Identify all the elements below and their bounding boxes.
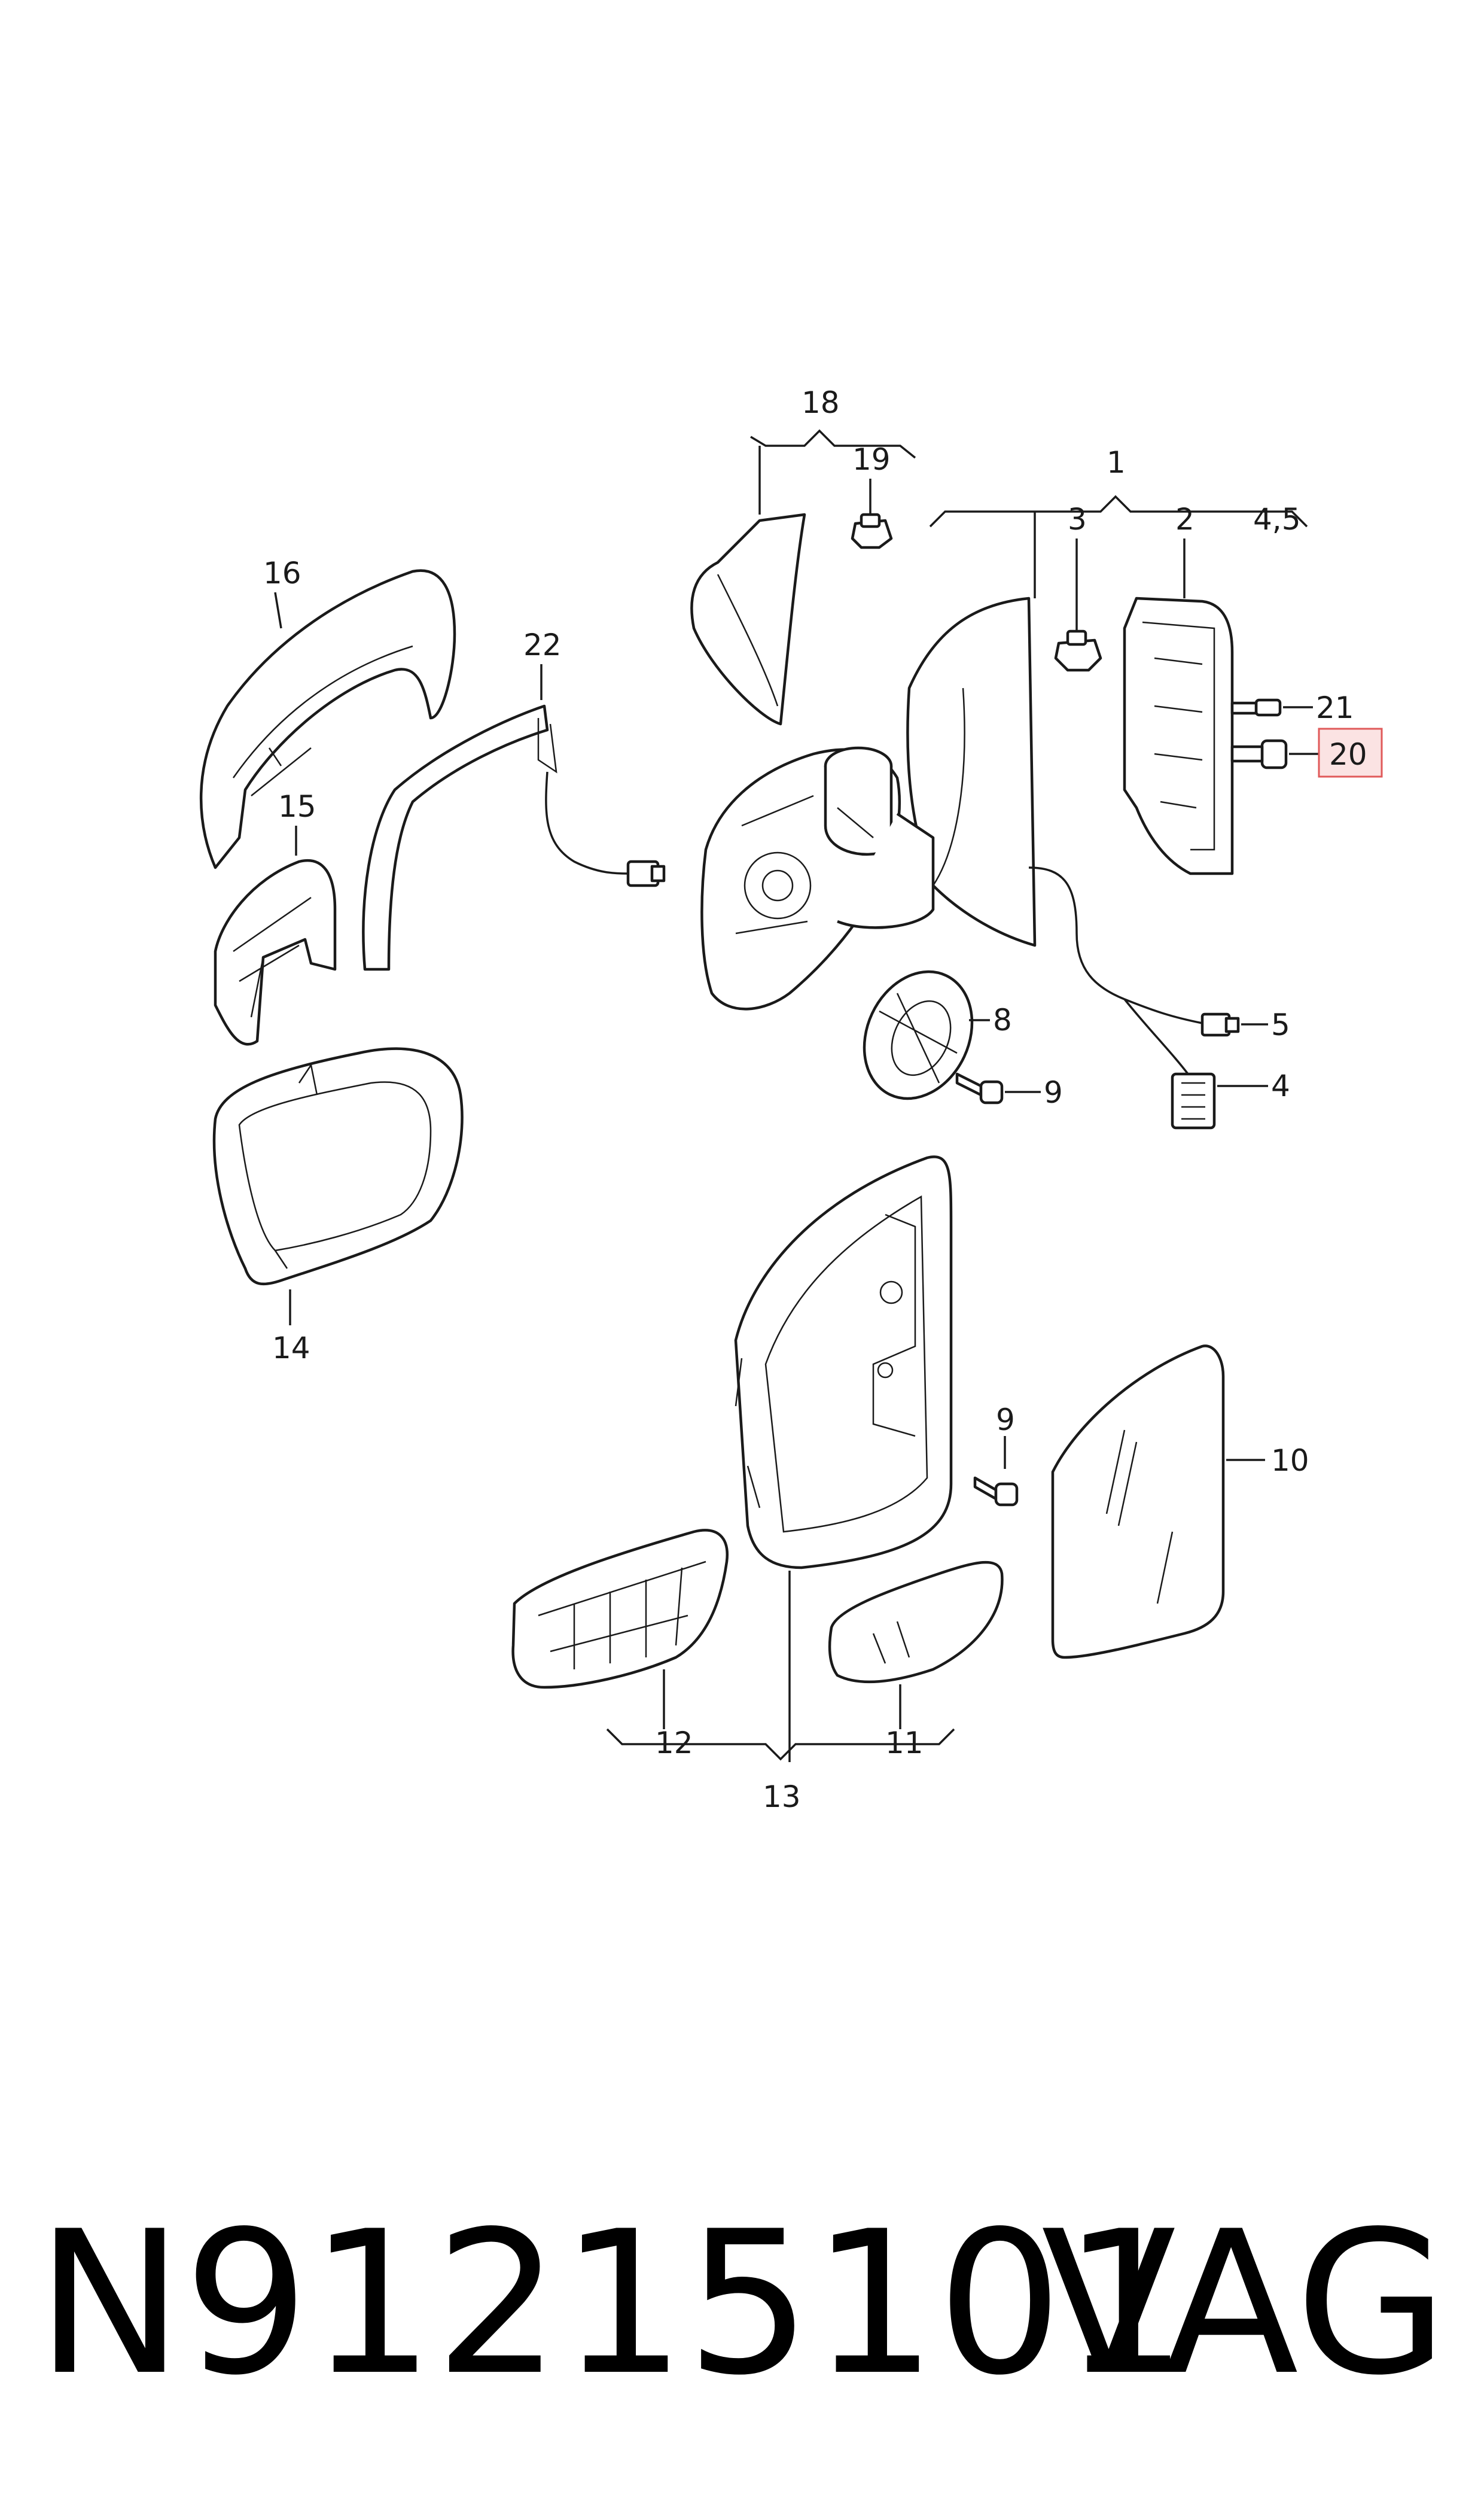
part-14-housing-frame bbox=[212, 1047, 464, 1286]
part-15-turn-signal-housing bbox=[214, 859, 337, 1046]
exploded-parts-diagram: 16 15 14 22 18 19 1 bbox=[199, 385, 1383, 1814]
callout-8: 8 bbox=[993, 1003, 1012, 1038]
part-8-adjustment-motor bbox=[863, 970, 974, 1100]
callout-12: 12 bbox=[655, 1726, 693, 1760]
callout-20: 20 bbox=[1329, 737, 1367, 772]
callout-4: 4 bbox=[1271, 1069, 1290, 1103]
part-9-screw-upper bbox=[955, 1072, 1004, 1105]
callout-16: 16 bbox=[263, 556, 301, 591]
part-13-glass-carrier bbox=[734, 1155, 953, 1569]
part-1-mirror-base bbox=[906, 597, 1037, 947]
callout-10: 10 bbox=[1271, 1443, 1309, 1478]
part-11-wide-angle-glass bbox=[828, 1560, 1004, 1684]
part-20-screw bbox=[1230, 739, 1288, 769]
part-3-clip bbox=[1054, 629, 1102, 672]
callout-19: 19 bbox=[852, 442, 891, 477]
callout-13: 13 bbox=[763, 1779, 801, 1814]
part-1-actuator-body bbox=[700, 746, 935, 1011]
callout-22: 22 bbox=[523, 628, 562, 662]
part-4-connector bbox=[1171, 1072, 1216, 1130]
callout-5: 5 bbox=[1271, 1008, 1290, 1042]
callout-21: 21 bbox=[1316, 690, 1354, 725]
part-number: N91215101 bbox=[36, 2189, 1189, 2418]
callout-18: 18 bbox=[802, 385, 840, 420]
callout-9-upper: 9 bbox=[1044, 1075, 1063, 1110]
callout-4-5: 4,5 bbox=[1253, 502, 1301, 537]
part-9-screw-lower bbox=[973, 1476, 1019, 1507]
brand-label: VAG bbox=[1041, 2189, 1448, 2418]
part-16-mirror-cap bbox=[199, 569, 456, 869]
part-19-clip bbox=[851, 513, 893, 549]
part-10-mirror-glass bbox=[1051, 1344, 1225, 1659]
callout-3: 3 bbox=[1068, 502, 1087, 537]
part-22-lamp-strip bbox=[362, 704, 666, 971]
part-21-screw bbox=[1230, 698, 1282, 717]
part-12-turn-signal-lens bbox=[511, 1529, 729, 1689]
part-2-heating-pad bbox=[1123, 597, 1234, 875]
callout-15: 15 bbox=[278, 789, 316, 824]
callout-11: 11 bbox=[885, 1726, 924, 1760]
callout-20-highlight bbox=[1318, 728, 1383, 778]
callout-14: 14 bbox=[272, 1331, 310, 1365]
callout-2: 2 bbox=[1175, 502, 1194, 537]
callout-9-lower: 9 bbox=[996, 1403, 1015, 1437]
callout-1: 1 bbox=[1107, 445, 1126, 480]
part-18-bracket-cover bbox=[690, 513, 806, 726]
